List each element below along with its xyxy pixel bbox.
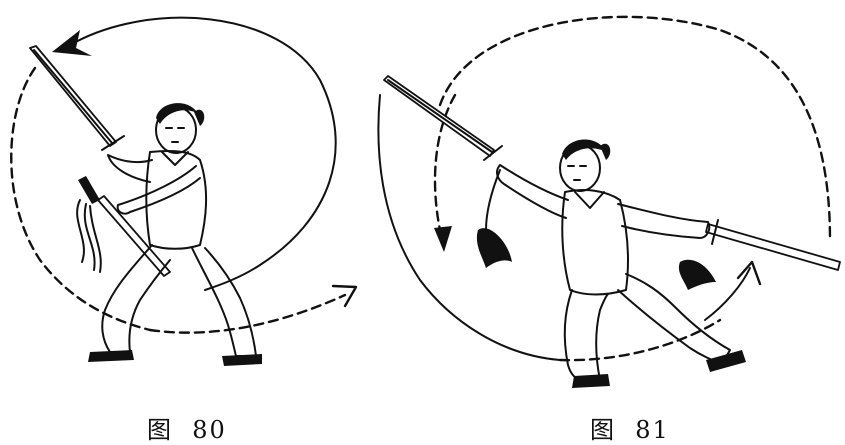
- sword-guard-81: [483, 145, 503, 161]
- motion-trail-80-lower: [148, 293, 347, 334]
- figure-81-arm-right: [617, 203, 711, 239]
- arrowhead-80-start: [52, 30, 92, 56]
- scabbard-mount-81: [711, 219, 719, 245]
- scabbard-81: [705, 223, 841, 271]
- figure-80-arm-left: [107, 154, 153, 183]
- tassel-80: [76, 199, 102, 273]
- tassel-81-right: [678, 259, 716, 290]
- figure-81-arm-left: [496, 164, 569, 219]
- sword-ridge-81: [387, 79, 493, 153]
- motion-trail-81-left: [377, 94, 561, 361]
- arrowhead-81-down: [434, 226, 452, 252]
- figure-80-shoe-front: [88, 350, 134, 362]
- arrowhead-80-end: [331, 284, 358, 308]
- figure-81-leg-front: [563, 289, 609, 381]
- figure-80-arm-right: [116, 165, 201, 215]
- scabbard-tip-80: [78, 176, 100, 204]
- figure-80-caption: 图 80: [147, 416, 227, 444]
- motion-trail-81-right: [704, 267, 751, 321]
- figure-81-shoe-front: [572, 374, 610, 388]
- figure-80-jacket: [145, 150, 208, 250]
- figure-81-collar: [574, 191, 605, 209]
- figure-80-illustration: [10, 16, 358, 366]
- sword-ridge-80: [33, 49, 113, 144]
- motion-trail-80: [10, 66, 152, 332]
- figure-81-illustration: [377, 15, 841, 388]
- sword-guard-80: [101, 135, 125, 151]
- motion-trail-81-inner: [433, 93, 457, 232]
- figure-81-leg-back: [617, 273, 731, 365]
- figure-81-jacket: [561, 189, 629, 296]
- motion-trail-80-upper: [69, 16, 337, 291]
- figure-80-shoe-back: [222, 354, 262, 366]
- tassel-81-left: [476, 228, 512, 268]
- motion-trail-81-bottom: [558, 318, 722, 362]
- arrowhead-81-up: [736, 260, 762, 286]
- figure-81-head: [559, 139, 611, 192]
- figure-80-collar: [161, 151, 189, 166]
- scabbard-80: [97, 195, 171, 277]
- figure-81-caption: 图 81: [590, 416, 670, 444]
- figure-81-shoe-back: [706, 350, 746, 372]
- figure-80-leg-back: [191, 247, 257, 357]
- motion-trail-81-outer: [438, 15, 832, 242]
- figure-80-head: [155, 103, 205, 154]
